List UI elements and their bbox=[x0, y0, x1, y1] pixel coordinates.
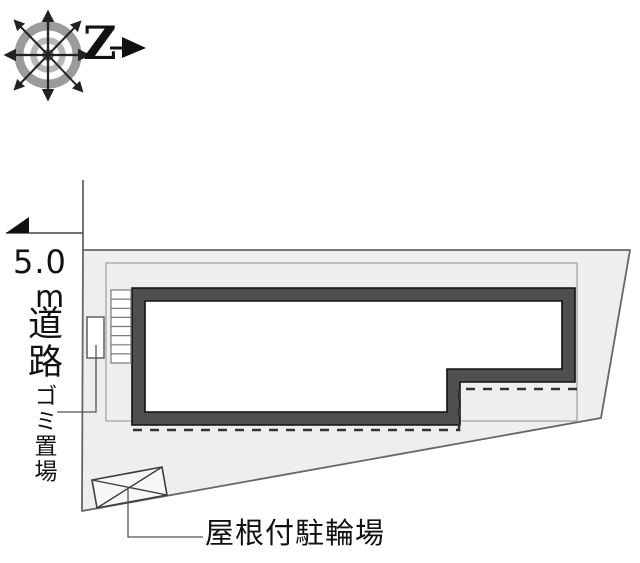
compass-ray-se bbox=[47, 54, 84, 93]
compass-ray-nw bbox=[13, 19, 49, 56]
north-letter: Z bbox=[83, 16, 117, 70]
road-width-unit: m bbox=[35, 280, 65, 315]
building-interior bbox=[144, 300, 563, 413]
bicycle-parking-box bbox=[91, 466, 168, 509]
eaves-dashed-line bbox=[133, 387, 577, 432]
bicycle-parking-cross-2 bbox=[96, 466, 163, 509]
garbage-area-label: ゴミ置場 bbox=[30, 384, 56, 484]
road-width-value: 5.0 bbox=[13, 243, 67, 281]
road-width-arrow-icon bbox=[6, 217, 29, 233]
bicycle-leader-line bbox=[127, 489, 203, 538]
compass-ray-sw bbox=[13, 54, 49, 91]
garbage-leader-line bbox=[57, 345, 97, 413]
road-label: 道路 bbox=[22, 305, 62, 381]
stairs-steps bbox=[111, 298, 131, 355]
compass-rose bbox=[3, 9, 91, 102]
bicycle-parking-label: 屋根付駐輪場 bbox=[205, 516, 386, 550]
stairs bbox=[110, 289, 132, 364]
compass-ray-ne bbox=[47, 20, 82, 56]
north-arrow-icon bbox=[110, 37, 146, 58]
